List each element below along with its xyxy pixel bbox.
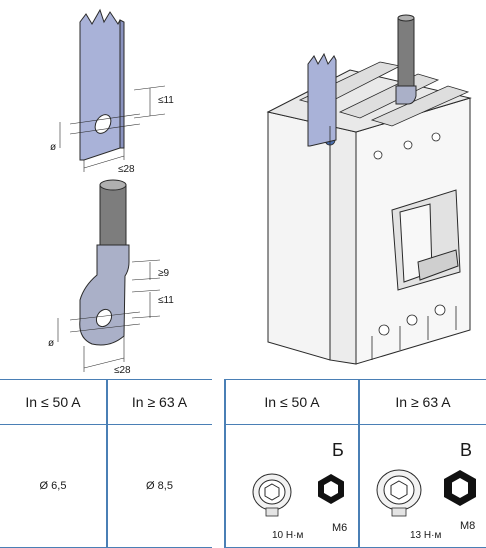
torque-value-m8: 13 Н·м: [410, 530, 442, 541]
m6-screw-icon: [252, 473, 292, 517]
busbar-hole-label: ø: [50, 142, 56, 153]
busbar-drawing: [59, 8, 166, 172]
screw-header-le50: In ≤ 50 A: [264, 394, 320, 410]
screw-header-ge63: In ≥ 63 A: [395, 394, 451, 410]
lug-hole-label: ø: [48, 338, 54, 349]
lug-height-label: ≤11: [158, 295, 174, 306]
screw-torque-table: In ≤ 50 A In ≥ 63 A Б 10 Н·м M6 В 13 Н·м…: [224, 379, 486, 548]
m8-hex-icon: [444, 470, 476, 506]
screw-variant-letter-v: В: [460, 440, 473, 460]
lug-width-label: ≤28: [114, 365, 131, 376]
busbar-height-label: ≤11: [158, 95, 174, 106]
screw-variant-letter-b: Б: [332, 440, 344, 460]
circuit-breaker-drawing: [266, 14, 472, 365]
technical-drawing: ≤11 ø ≤28 ≥9 ≤11 ø ≤28: [48, 8, 472, 376]
screw-table-header-row: [224, 380, 486, 425]
m6-hex-icon: [318, 474, 344, 504]
hole-diameter-table: In ≤ 50 A In ≥ 63 A Ø 6,5 Ø 8,5: [0, 379, 212, 548]
hole-header-le50: In ≤ 50 A: [25, 394, 81, 410]
screw-size-m6: M6: [332, 522, 348, 534]
hole-header-ge63: In ≥ 63 A: [131, 394, 188, 410]
lug-drawing: [57, 179, 161, 372]
hole-value-le50: Ø 6,5: [39, 480, 67, 492]
lug-barrel-label: ≥9: [158, 268, 169, 279]
screw-size-m8: M8: [460, 520, 476, 532]
hole-value-ge63: Ø 8,5: [146, 480, 173, 492]
torque-value-m6: 10 Н·м: [272, 530, 304, 541]
busbar-width-label: ≤28: [118, 164, 135, 175]
m8-screw-icon: [376, 469, 422, 517]
